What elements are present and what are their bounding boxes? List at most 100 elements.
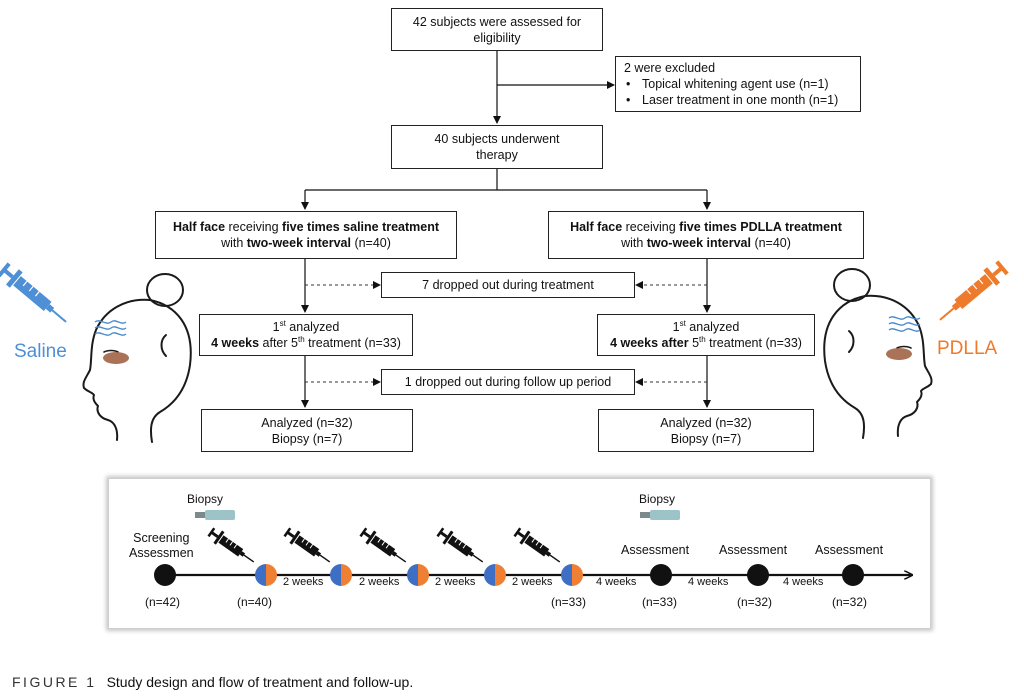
assessed-line2: eligibility	[473, 30, 521, 45]
interval-label: 2 weeks	[283, 576, 324, 588]
right-arm-treatment: five times PDLLA treatment	[679, 220, 842, 234]
face-right-illustration	[823, 268, 933, 439]
interval-label: 2 weeks	[512, 576, 553, 588]
excluded-item: Laser treatment in one month (n=1)	[624, 92, 838, 108]
screening-line1: Screening	[133, 531, 190, 545]
syringe-icon	[434, 524, 488, 569]
pdlla-label: PDLLA	[937, 338, 998, 359]
biopsy-label-left: Biopsy	[187, 492, 224, 506]
assessment-label-3: Assessment	[815, 543, 884, 557]
box-right-final: Analyzed (n=32) Biopsy (n=7)	[598, 409, 814, 452]
biopsy-label-right: Biopsy	[639, 492, 676, 506]
box-left-first-analysis: 1st analyzed 4 weeks after 5th treatment…	[199, 314, 413, 356]
dropout-followup-text: 1 dropped out during follow up period	[404, 375, 612, 389]
syringe-icon	[357, 524, 411, 569]
treatment-dot-5	[561, 564, 583, 586]
dropout-treatment-text: 7 dropped out during treatment	[422, 278, 594, 292]
left-arm-receiving: receiving	[225, 220, 283, 234]
interval-label: 4 weeks	[783, 576, 824, 588]
forehead-lines-right	[888, 316, 921, 332]
timeline-dot-assessment-3	[842, 564, 864, 586]
figure-caption-label: FIGURE 1	[12, 674, 97, 690]
assessed-line1: 42 subjects were assessed for	[412, 14, 582, 29]
right-arm-n: (n=40)	[750, 236, 791, 250]
box-left-final: Analyzed (n=32) Biopsy (n=7)	[201, 409, 413, 452]
left-first-bold: 4 weeks	[211, 336, 260, 350]
right-arm-with: with	[621, 236, 647, 250]
left-first-sup: st	[279, 319, 286, 328]
right-arm-receiving: receiving	[622, 220, 680, 234]
assessment-label-1: Assessment	[621, 543, 690, 557]
right-final-analyzed: Analyzed (n=32)	[660, 415, 752, 430]
interval-label: 2 weeks	[359, 576, 400, 588]
count-label: (n=33)	[642, 595, 678, 609]
count-label: (n=32)	[832, 595, 868, 609]
left-first-ord: 1	[272, 320, 280, 334]
therapy-line2: therapy	[476, 148, 518, 162]
excluded-item: Topical whitening agent use (n=1)	[624, 76, 838, 92]
left-arm-n: (n=40)	[350, 236, 391, 250]
assessment-label-2: Assessment	[719, 543, 788, 557]
right-first-tail: treatment (n=33)	[705, 336, 802, 350]
left-arm-half-face: Half face	[172, 220, 226, 234]
pigment-spot-right	[886, 348, 912, 360]
box-right-arm: Half face receiving five times PDLLA tre…	[548, 211, 864, 259]
syringe-icon	[281, 524, 335, 569]
box-left-arm: Half face receiving five times saline tr…	[155, 211, 457, 259]
right-first-bold: 4 weeks after	[610, 336, 689, 350]
count-label: (n=40)	[237, 595, 273, 609]
box-assessed: 42 subjects were assessed for eligibilit…	[391, 8, 603, 51]
right-first-rest: analyzed	[685, 320, 740, 334]
biopsy-vial-icon	[195, 510, 235, 520]
face-left-illustration	[82, 273, 192, 443]
right-first-ord: 1	[672, 320, 680, 334]
left-arm-with: with	[221, 236, 247, 250]
screening-line2: Assessmen	[129, 546, 194, 560]
right-arm-half-face: Half face	[570, 220, 623, 234]
excluded-title: 2 were excluded	[624, 61, 716, 75]
left-final-analyzed: Analyzed (n=32)	[261, 415, 353, 430]
right-first-sup2: th	[699, 335, 706, 344]
excluded-list: Topical whitening agent use (n=1) Laser …	[624, 76, 838, 108]
timeline-dot-assessment-1	[650, 564, 672, 586]
right-first-sup: st	[679, 319, 686, 328]
syringe-saline-icon	[0, 262, 67, 323]
biopsy-vial-icon	[640, 510, 680, 520]
interval-label: 4 weeks	[688, 576, 729, 588]
box-therapy: 40 subjects underwent therapy	[391, 125, 603, 169]
left-first-after: after 5	[259, 336, 298, 350]
syringe-pdlla-icon	[939, 260, 1009, 321]
left-arm-interval: two-week interval	[246, 236, 351, 250]
count-label: (n=33)	[551, 595, 587, 609]
timeline-dot-assessment-2	[747, 564, 769, 586]
screening-label: Screening Assessmen	[129, 531, 194, 561]
syringe-icon	[511, 524, 565, 569]
box-dropout-followup: 1 dropped out during follow up period	[381, 369, 635, 395]
left-final-biopsy: Biopsy (n=7)	[271, 431, 343, 446]
right-first-after: 5	[688, 336, 700, 350]
pigment-spot-left	[103, 352, 129, 364]
left-first-sup2: th	[297, 335, 305, 344]
timeline-dot-screening	[154, 564, 176, 586]
left-arm-treatment: five times saline treatment	[282, 220, 440, 234]
right-final-biopsy: Biopsy (n=7)	[670, 431, 742, 446]
timeline-panel: Biopsy Biopsy Screening Assessmen Assess…	[108, 478, 931, 629]
count-label: (n=32)	[737, 595, 773, 609]
forehead-lines-left	[94, 320, 127, 336]
timeline-graphic	[154, 510, 932, 586]
treatment-dot-2	[330, 564, 352, 586]
box-excluded: 2 were excluded Topical whitening agent …	[615, 56, 861, 112]
count-label: (n=42)	[145, 595, 181, 609]
syringe-icon	[205, 524, 259, 569]
box-dropout-treatment: 7 dropped out during treatment	[381, 272, 635, 298]
left-first-tail: treatment (n=33)	[304, 336, 401, 350]
right-arm-interval: two-week interval	[646, 236, 751, 250]
left-first-rest: analyzed	[285, 320, 340, 334]
therapy-line1: 40 subjects underwent	[434, 132, 560, 146]
treatment-dot-4	[484, 564, 506, 586]
box-right-first-analysis: 1st analyzed 4 weeks after 5th treatment…	[597, 314, 815, 356]
saline-label: Saline	[14, 341, 67, 362]
treatment-dot-1	[255, 564, 277, 586]
